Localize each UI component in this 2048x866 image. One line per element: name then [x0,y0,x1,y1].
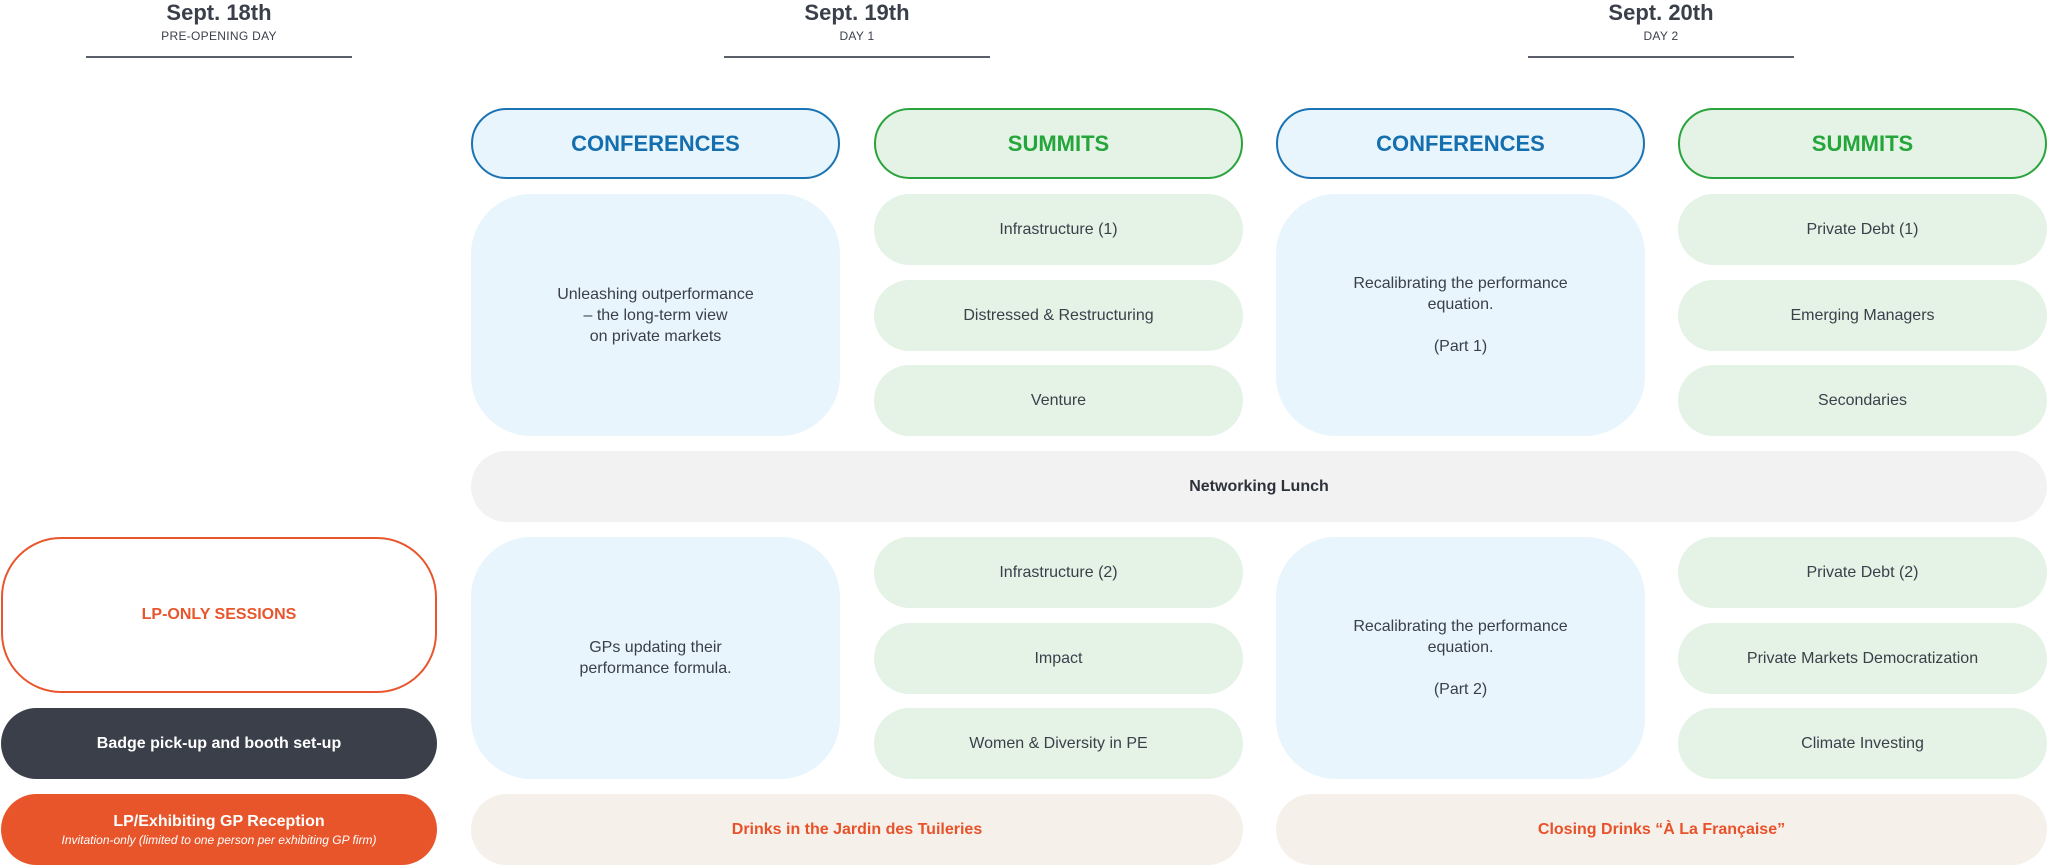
reception-title: LP/Exhibiting GP Reception [113,812,325,830]
summits-header-day2: SUMMITS [1678,108,2047,179]
day-label: DAY 1 [839,29,875,43]
badge-pickup: Badge pick-up and booth set-up [1,708,437,779]
drinks-day2: Closing Drinks “À La Française” [1276,794,2047,865]
networking-lunch: Networking Lunch [471,451,2047,522]
lp-gp-reception: LP/Exhibiting GP Reception Invitation-on… [1,794,437,865]
conferences-header-day2: CONFERENCES [1276,108,1645,179]
day-date: Sept. 20th [1608,0,1714,25]
day-label: DAY 2 [1643,29,1679,43]
day-header-sept-19: Sept. 19th DAY 1 [724,0,990,44]
summit-session: Infrastructure (2) [874,537,1243,608]
summit-session: Secondaries [1678,365,2047,436]
conference-session-day1-morning: Unleashing outperformance – the long-ter… [471,194,840,436]
day-divider [724,56,990,58]
summit-session: Infrastructure (1) [874,194,1243,265]
day-label: PRE-OPENING DAY [161,29,277,43]
lp-only-sessions: LP-ONLY SESSIONS [1,537,437,693]
day-divider [1528,56,1794,58]
summit-session: Private Debt (1) [1678,194,2047,265]
summit-session: Private Markets Democratization [1678,623,2047,694]
day-date: Sept. 19th [804,0,910,25]
drinks-day1: Drinks in the Jardin des Tuileries [471,794,1243,865]
summits-header-day1: SUMMITS [874,108,1243,179]
conference-session-day1-afternoon: GPs updating their performance formula. [471,537,840,779]
summit-session: Emerging Managers [1678,280,2047,351]
summit-session: Climate Investing [1678,708,2047,779]
day-divider [86,56,352,58]
day-date: Sept. 18th [166,0,272,25]
day-header-sept-20: Sept. 20th DAY 2 [1528,0,1794,44]
day-header-sept-18: Sept. 18th PRE-OPENING DAY [86,0,352,44]
conference-session-day2-afternoon: Recalibrating the performance equation. … [1276,537,1645,779]
reception-subtitle: Invitation-only (limited to one person p… [61,832,377,847]
summit-session: Venture [874,365,1243,436]
summit-session: Impact [874,623,1243,694]
summit-session: Private Debt (2) [1678,537,2047,608]
summit-session: Women & Diversity in PE [874,708,1243,779]
conferences-header-day1: CONFERENCES [471,108,840,179]
summit-session: Distressed & Restructuring [874,280,1243,351]
conference-session-day2-morning: Recalibrating the performance equation. … [1276,194,1645,436]
